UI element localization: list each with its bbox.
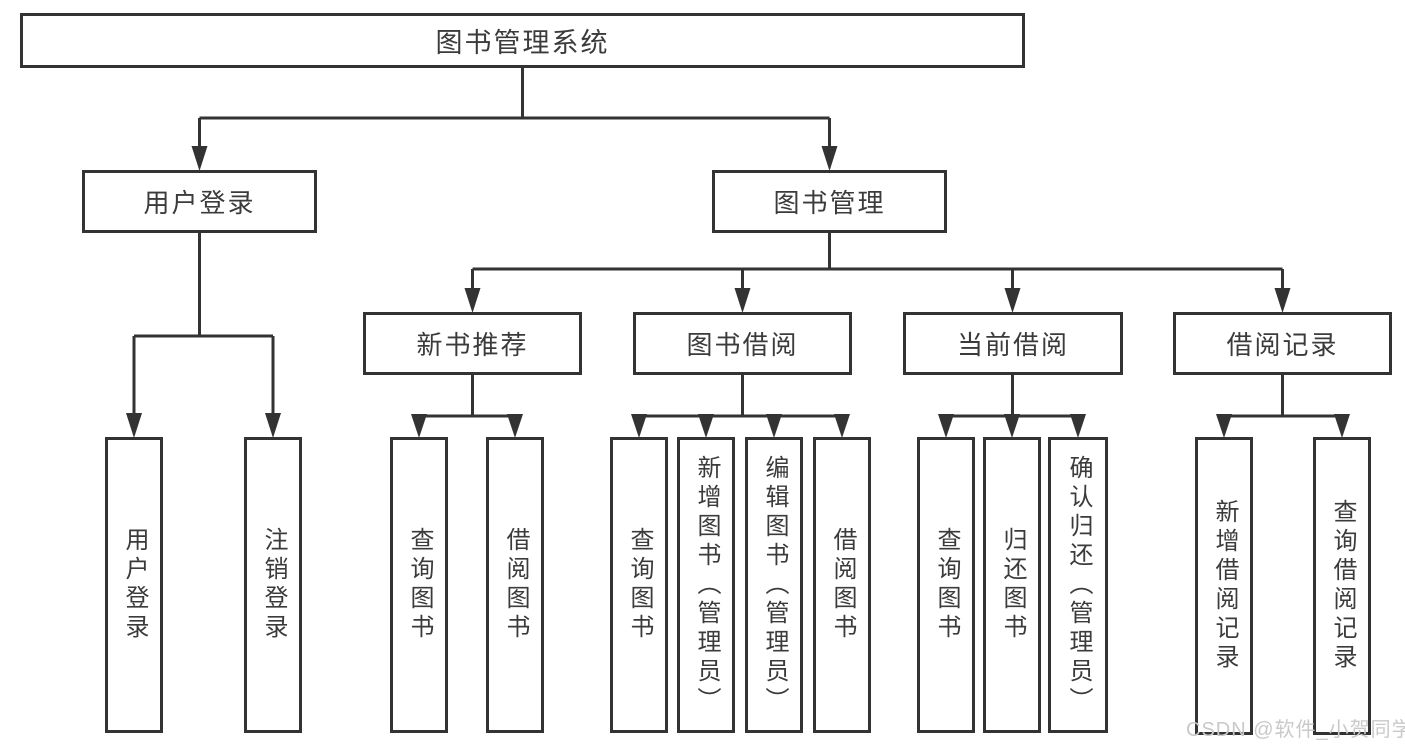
leaf-confirm-return-admin: 确认归还（管理员） (1048, 437, 1108, 733)
node-book-borrow: 图书借阅 (633, 312, 852, 375)
leaf-add-borrow-record: 新增借阅记录 (1195, 437, 1253, 735)
leaf-query-books-current: 查询图书 (917, 437, 975, 733)
node-current-borrow: 当前借阅 (903, 312, 1123, 375)
node-user-login: 用户登录 (82, 170, 317, 233)
leaf-logout: 注销登录 (244, 437, 302, 733)
leaf-add-books-admin: 新增图书（管理员） (677, 437, 735, 733)
leaf-borrow-books-recommend: 借阅图书 (486, 437, 544, 733)
leaf-user-login: 用户登录 (105, 437, 163, 733)
leaf-query-books-borrow: 查询图书 (610, 437, 668, 733)
leaf-borrow-books: 借阅图书 (813, 437, 871, 733)
leaf-edit-books-admin: 编辑图书（管理员） (745, 437, 803, 733)
csdn-watermark: CSDN @软件_小贺同学 (1186, 719, 1405, 741)
node-new-book-recommend: 新书推荐 (363, 312, 582, 375)
node-borrow-records: 借阅记录 (1173, 312, 1392, 375)
leaf-query-books-recommend: 查询图书 (390, 437, 448, 733)
leaf-query-borrow-record: 查询借阅记录 (1313, 437, 1371, 735)
node-library-management-system: 图书管理系统 (20, 13, 1025, 68)
node-book-management: 图书管理 (712, 170, 947, 233)
leaf-return-books: 归还图书 (983, 437, 1041, 733)
